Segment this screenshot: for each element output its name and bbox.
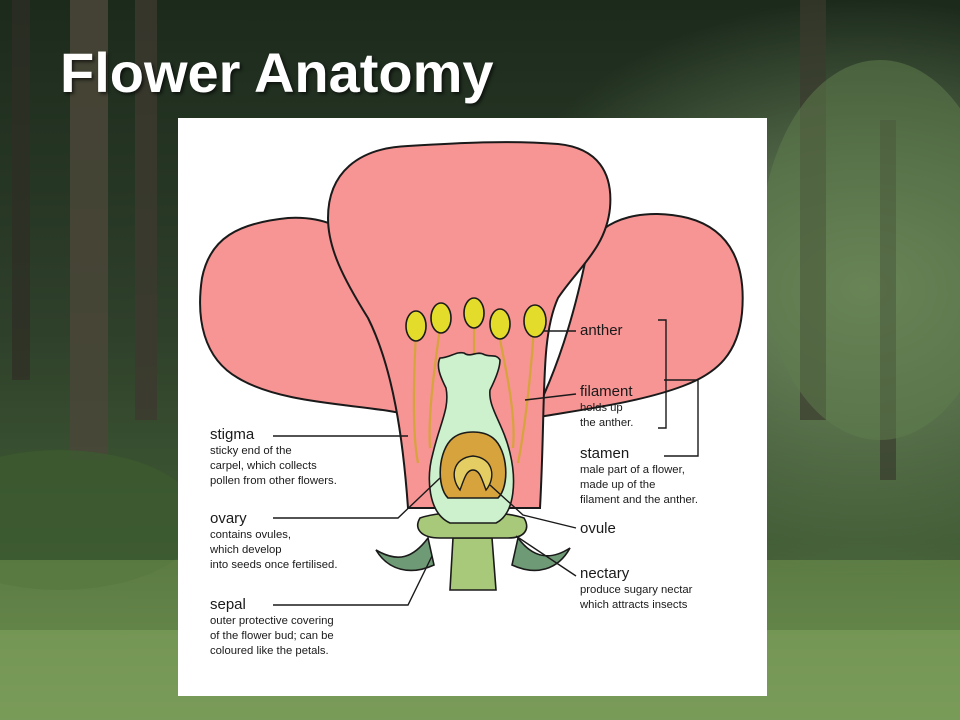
label-stigma: stigma sticky end of the carpel, which c… [210, 426, 337, 489]
label-stigma-name: stigma [210, 426, 255, 443]
label-filament: filament holds up the anther. [580, 383, 633, 431]
label-sepal-desc: of the flower bud; can be [210, 630, 334, 642]
label-stamen-desc: male part of a flower, [580, 464, 685, 476]
label-nectary-desc: produce sugary nectar [580, 584, 693, 596]
label-sepal: sepal outer protective covering of the f… [210, 596, 334, 659]
label-anther: anther [580, 322, 623, 340]
petal-right [531, 212, 744, 420]
label-nectary-desc: which attracts insects [580, 599, 688, 611]
stem [449, 537, 497, 591]
label-filament-desc: holds up [580, 402, 623, 414]
flower-diagram [199, 141, 744, 606]
label-sepal-name: sepal [210, 596, 246, 613]
label-nectary-name: nectary [580, 565, 630, 582]
flower-diagram-panel: anther filament holds up the anther. sta… [178, 118, 767, 696]
label-filament-name: filament [580, 383, 633, 400]
label-stamen-desc: made up of the [580, 479, 656, 491]
label-filament-desc: the anther. [580, 417, 634, 429]
label-stigma-desc: pollen from other flowers. [210, 475, 337, 487]
label-stigma-desc: carpel, which collects [210, 460, 317, 472]
label-ovule: ovule [580, 520, 616, 538]
label-stamen: stamen male part of a flower, made up of… [580, 445, 698, 508]
label-sepal-desc: outer protective covering [210, 615, 334, 627]
label-ovary-desc: into seeds once fertilised. [210, 559, 338, 571]
sepal-left [375, 536, 435, 572]
label-ovary: ovary contains ovules, which develop int… [210, 510, 337, 573]
label-stamen-name: stamen [580, 445, 630, 462]
label-ovule-name: ovule [580, 520, 616, 537]
ovule [453, 455, 493, 492]
label-stamen-desc: filament and the anther. [580, 494, 699, 506]
label-stigma-desc: sticky end of the [210, 445, 292, 457]
label-ovary-desc: contains ovules, [210, 529, 292, 541]
anthers [405, 297, 547, 342]
slide-title: Flower Anatomy [60, 41, 494, 104]
label-nectary: nectary produce sugary nectar which attr… [580, 565, 692, 613]
label-anther-name: anther [580, 322, 623, 339]
leader-lines [273, 319, 699, 606]
label-ovary-name: ovary [210, 510, 247, 527]
label-sepal-desc: coloured like the petals. [210, 645, 329, 657]
label-ovary-desc: which develop [210, 544, 282, 556]
